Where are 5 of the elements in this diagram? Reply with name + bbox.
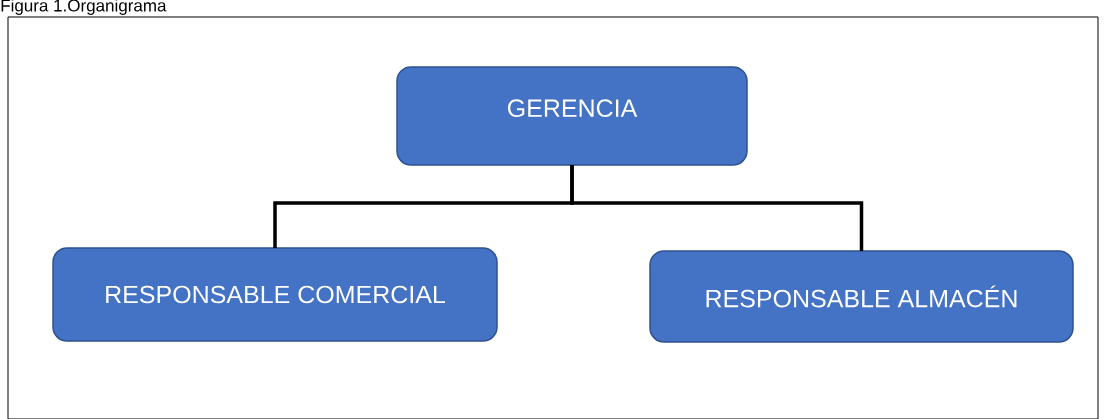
org-box: GERENCIA xyxy=(396,66,748,166)
connector-line xyxy=(570,165,864,251)
org-box: RESPONSABLE ALMACÉN xyxy=(649,250,1074,343)
figure-title: Figura 1.Organigrama xyxy=(1,0,167,15)
org-box: RESPONSABLE COMERCIAL xyxy=(52,247,498,342)
